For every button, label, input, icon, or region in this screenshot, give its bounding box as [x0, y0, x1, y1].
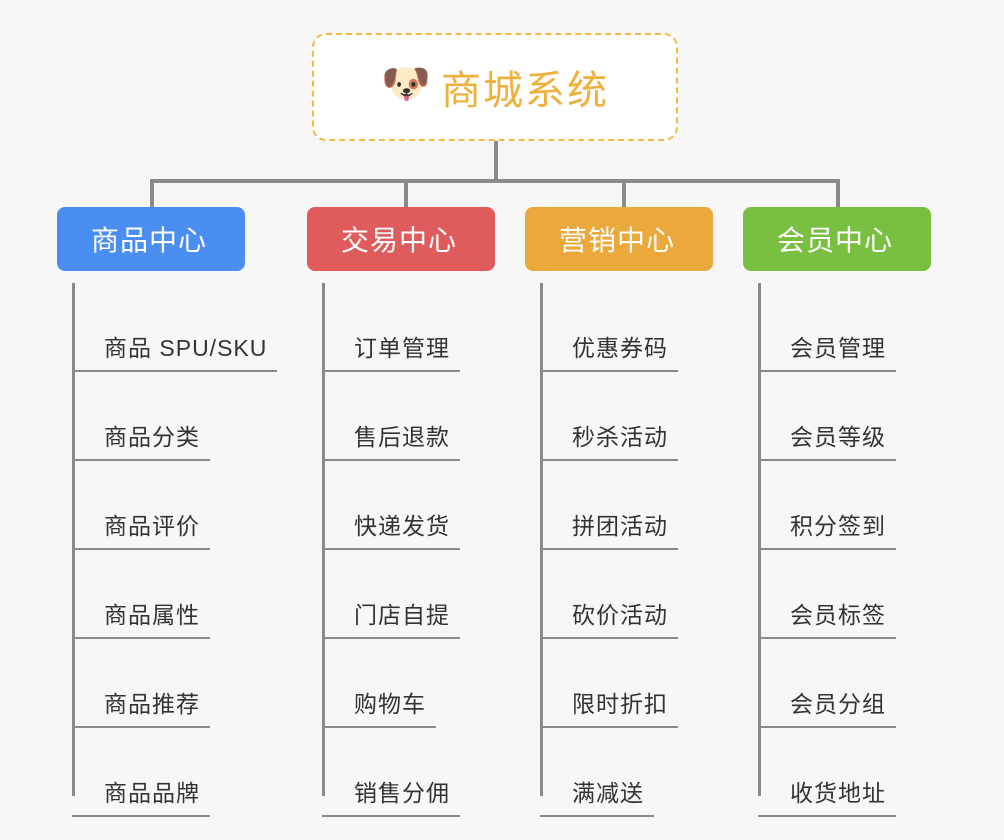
list-item[interactable]: 订单管理 — [322, 283, 525, 372]
list-item[interactable]: 会员分组 — [758, 639, 965, 728]
category-column-4: 会员中心 会员管理 会员等级 积分签到 会员标签 会员分组 收货地址 — [743, 207, 965, 817]
dog-face-icon: 🐶 — [381, 62, 431, 106]
list-item[interactable]: 商品 SPU/SKU — [72, 283, 307, 372]
leaf-label: 会员等级 — [758, 418, 896, 461]
list-item[interactable]: 会员等级 — [758, 372, 965, 461]
leaf-label: 商品推荐 — [72, 685, 210, 728]
leaf-group-1: 商品 SPU/SKU 商品分类 商品评价 商品属性 商品推荐 商品品牌 — [57, 283, 307, 817]
leaf-label: 收货地址 — [758, 774, 896, 817]
list-item[interactable]: 限时折扣 — [540, 639, 743, 728]
leaf-group-2: 订单管理 售后退款 快递发货 门店自提 购物车 销售分佣 — [307, 283, 525, 817]
root-title: 商城系统 — [441, 69, 609, 113]
leaf-label: 商品属性 — [72, 596, 210, 639]
leaf-label: 满减送 — [540, 774, 654, 817]
connector-drop-1 — [150, 181, 154, 209]
list-item[interactable]: 商品分类 — [72, 372, 307, 461]
leaf-spine-1 — [72, 283, 75, 796]
leaf-label: 会员分组 — [758, 685, 896, 728]
category-column-2: 交易中心 订单管理 售后退款 快递发货 门店自提 购物车 销售分佣 — [307, 207, 525, 817]
leaf-label: 商品分类 — [72, 418, 210, 461]
list-item[interactable]: 商品评价 — [72, 461, 307, 550]
list-item[interactable]: 秒杀活动 — [540, 372, 743, 461]
leaf-label: 积分签到 — [758, 507, 896, 550]
connector-root-stem — [494, 141, 498, 181]
category-header-4[interactable]: 会员中心 — [743, 207, 931, 271]
leaf-label: 会员标签 — [758, 596, 896, 639]
leaf-label: 秒杀活动 — [540, 418, 678, 461]
leaf-label: 优惠券码 — [540, 329, 678, 372]
list-item[interactable]: 商品品牌 — [72, 728, 307, 817]
list-item[interactable]: 商品推荐 — [72, 639, 307, 728]
list-item[interactable]: 商品属性 — [72, 550, 307, 639]
root-node[interactable]: 🐶 商城系统 — [312, 33, 678, 141]
leaf-group-4: 会员管理 会员等级 积分签到 会员标签 会员分组 收货地址 — [743, 283, 965, 817]
list-item[interactable]: 满减送 — [540, 728, 743, 817]
leaf-label: 快递发货 — [322, 507, 460, 550]
list-item[interactable]: 购物车 — [322, 639, 525, 728]
list-item[interactable]: 会员管理 — [758, 283, 965, 372]
leaf-group-3: 优惠券码 秒杀活动 拼团活动 砍价活动 限时折扣 满减送 — [525, 283, 743, 817]
list-item[interactable]: 拼团活动 — [540, 461, 743, 550]
leaf-label: 商品 SPU/SKU — [72, 329, 278, 372]
leaf-label: 售后退款 — [322, 418, 460, 461]
leaf-label: 订单管理 — [322, 329, 460, 372]
list-item[interactable]: 门店自提 — [322, 550, 525, 639]
connector-drop-2 — [404, 181, 408, 209]
leaf-label: 购物车 — [322, 685, 436, 728]
leaf-label: 限时折扣 — [540, 685, 678, 728]
category-header-3[interactable]: 营销中心 — [525, 207, 713, 271]
list-item[interactable]: 售后退款 — [322, 372, 525, 461]
list-item[interactable]: 优惠券码 — [540, 283, 743, 372]
leaf-label: 拼团活动 — [540, 507, 678, 550]
list-item[interactable]: 会员标签 — [758, 550, 965, 639]
leaf-spine-4 — [758, 283, 761, 796]
leaf-label: 门店自提 — [322, 596, 460, 639]
leaf-spine-3 — [540, 283, 543, 796]
connector-horizontal-bus — [150, 179, 840, 183]
category-header-2[interactable]: 交易中心 — [307, 207, 495, 271]
category-column-1: 商品中心 商品 SPU/SKU 商品分类 商品评价 商品属性 商品推荐 商品品牌 — [57, 207, 307, 817]
list-item[interactable]: 积分签到 — [758, 461, 965, 550]
list-item[interactable]: 销售分佣 — [322, 728, 525, 817]
leaf-label: 会员管理 — [758, 329, 896, 372]
leaf-label: 销售分佣 — [322, 774, 460, 817]
category-header-1[interactable]: 商品中心 — [57, 207, 245, 271]
leaf-spine-2 — [322, 283, 325, 796]
leaf-label: 砍价活动 — [540, 596, 678, 639]
category-column-3: 营销中心 优惠券码 秒杀活动 拼团活动 砍价活动 限时折扣 满减送 — [525, 207, 743, 817]
list-item[interactable]: 收货地址 — [758, 728, 965, 817]
connector-drop-3 — [622, 181, 626, 209]
connector-drop-4 — [836, 181, 840, 209]
list-item[interactable]: 快递发货 — [322, 461, 525, 550]
leaf-label: 商品品牌 — [72, 774, 210, 817]
list-item[interactable]: 砍价活动 — [540, 550, 743, 639]
leaf-label: 商品评价 — [72, 507, 210, 550]
